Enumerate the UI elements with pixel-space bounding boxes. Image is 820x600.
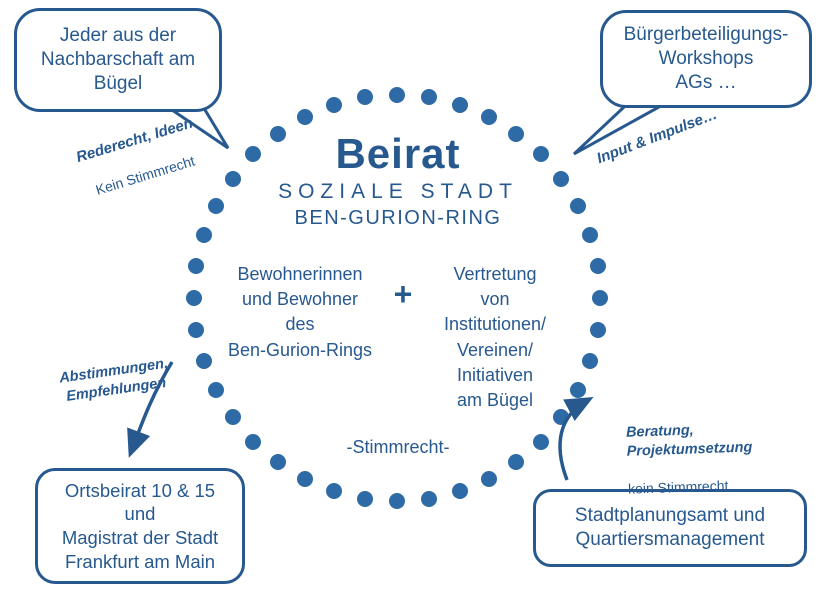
ring-dot	[186, 290, 202, 306]
bubble-ortsbeirat-magistrat: Ortsbeirat 10 & 15 und Magistrat der Sta…	[35, 468, 245, 584]
ring-dot	[357, 490, 374, 507]
ring-dot	[326, 483, 343, 500]
arrow-to-bottom-left	[127, 361, 174, 458]
ring-dot	[389, 87, 405, 103]
bubble-neighbourhood: Jeder aus der Nachbarschaft am Bügel	[14, 8, 222, 112]
diagram-subtitle-ben-gurion-ring: BEN-GURION-RING	[294, 207, 502, 229]
ring-dot	[188, 258, 205, 275]
ring-dot	[569, 382, 586, 399]
ring-dot	[451, 96, 468, 113]
diagram-title: Beirat	[335, 130, 461, 177]
ring-dot	[296, 109, 313, 126]
ring-dot	[195, 227, 212, 244]
ring-dot	[326, 96, 343, 113]
ring-dot	[589, 321, 606, 338]
ring-dot	[296, 470, 313, 487]
ring-dot	[532, 146, 549, 163]
ring-dot	[569, 197, 586, 214]
ring-dot	[451, 483, 468, 500]
ring-dot	[508, 454, 525, 471]
ring-dot	[532, 433, 549, 450]
ring-dot	[481, 470, 498, 487]
ring-dot	[245, 433, 262, 450]
ring-dot	[269, 125, 286, 142]
ring-dot	[245, 146, 262, 163]
ring-dot	[224, 409, 241, 426]
ring-dot	[481, 109, 498, 126]
ring-dot	[188, 321, 205, 338]
ring-dot	[508, 125, 525, 142]
arrow-to-circle-bottom-right	[558, 397, 594, 481]
group-bewohner: Bewohnerinnen und Bewohner des Ben-Gurio…	[227, 264, 373, 360]
ring-dot	[195, 352, 212, 369]
ring-dot	[357, 89, 374, 106]
diagram-subtitle-soziale-stadt: SOZIALE STADT	[278, 180, 518, 203]
ring-dot	[208, 197, 225, 214]
ring-dot	[553, 170, 570, 187]
group-vertretung: Vertretung von Institutionen/ Vereinen/ …	[443, 264, 547, 410]
bubble-workshops: Bürgerbeteiligungs- Workshops AGs …	[600, 10, 812, 108]
label-beratung: Beratung, Projektumsetzung kein Stimmrec…	[625, 399, 789, 517]
voting-right-label: -Stimmrecht-	[346, 437, 450, 457]
ring-dot	[582, 352, 599, 369]
bubble-stadtplanungsamt: Stadtplanungsamt und Quartiersmanagement	[533, 489, 807, 567]
ring-dot	[420, 490, 437, 507]
label-beratung-bold: Beratung, Projektumsetzung	[625, 422, 753, 460]
ring-dot	[208, 382, 225, 399]
label-beratung-normal: kein Stimmrecht	[627, 477, 729, 498]
ring-dot	[389, 493, 405, 509]
plus-sign: +	[393, 276, 413, 312]
ring-dot	[592, 290, 608, 306]
ring-dot	[582, 227, 599, 244]
ring-dot	[589, 258, 606, 275]
ring-dot	[224, 170, 241, 187]
ring-dot	[420, 89, 437, 106]
ring-dot	[269, 454, 286, 471]
